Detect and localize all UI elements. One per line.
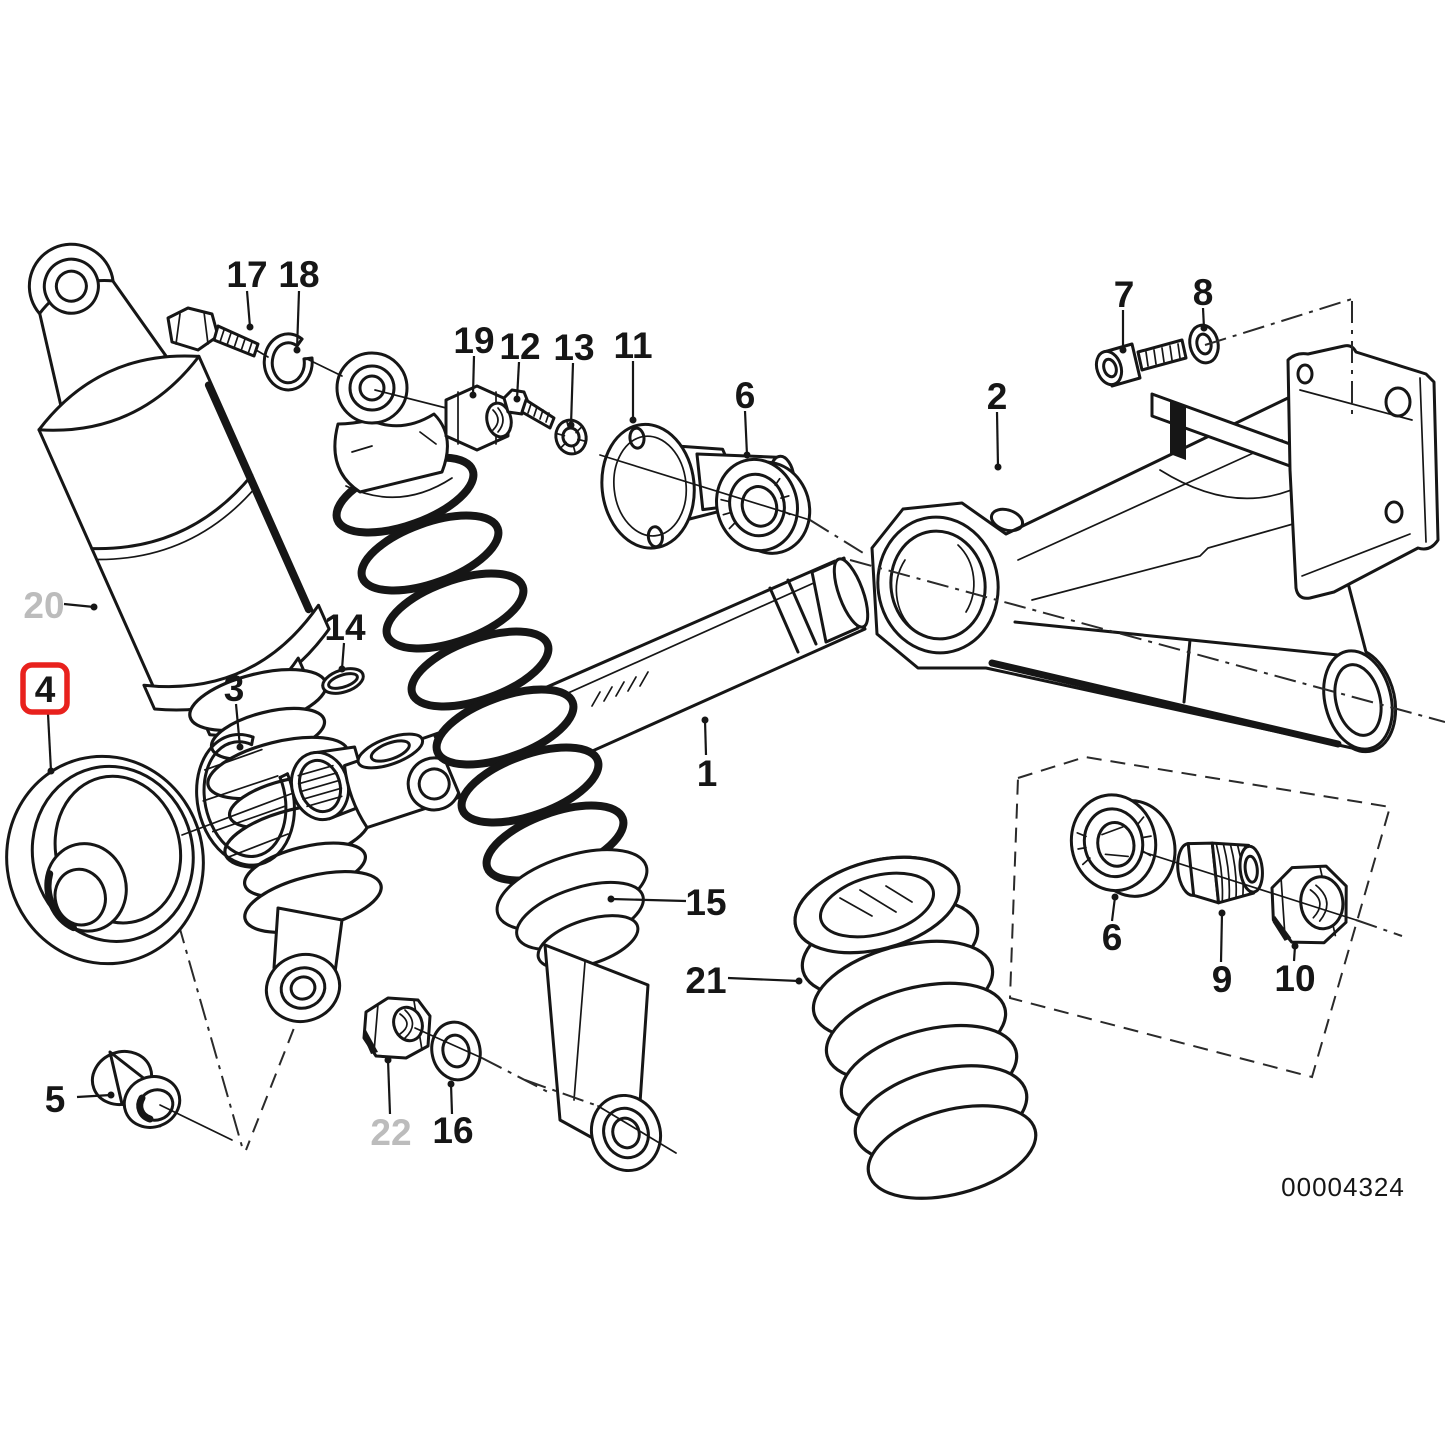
leader-dot: [994, 463, 1002, 471]
coil-spring-upper-drawing: [332, 453, 553, 817]
leader-line: [234, 703, 242, 748]
part-label-6: 6: [735, 375, 756, 416]
leader-dot: [629, 416, 637, 424]
strut-top-mount-drawing: [333, 351, 453, 499]
leader-dot: [567, 421, 575, 429]
screw-drawing: [502, 388, 556, 430]
leader-dot: [1111, 893, 1119, 901]
part-label-1: 1: [697, 753, 718, 794]
part-label-20: 20: [23, 585, 64, 626]
part-label-7: 7: [1114, 274, 1135, 315]
leader-line: [245, 290, 252, 328]
leader-line: [703, 719, 708, 756]
highlight-box: [20, 662, 70, 715]
axis-line: [414, 1027, 483, 1059]
leader-line: [569, 362, 575, 426]
part-label-19: 19: [453, 320, 494, 361]
part-label-5: 5: [45, 1079, 66, 1120]
part-label-14: 14: [324, 607, 366, 648]
part-label-16: 16: [432, 1110, 473, 1151]
part-label-4: 4: [35, 669, 56, 710]
leader-line: [46, 713, 53, 772]
leader-line: [340, 642, 346, 670]
leader-dot: [1291, 942, 1299, 950]
part-label-3: 3: [224, 668, 245, 709]
plain-washer-drawing: [430, 1020, 482, 1082]
swing-arm-drawing: [849, 344, 1445, 754]
snap-ring-drawing: [262, 332, 314, 392]
leader-dot: [107, 1091, 115, 1099]
leader-line: [449, 1083, 454, 1115]
leader-dot: [90, 603, 98, 611]
leader-line: [471, 355, 476, 396]
leader-dot: [513, 395, 521, 403]
part-label-18: 18: [278, 254, 319, 295]
leader-line: [610, 897, 687, 903]
part-label-12: 12: [499, 326, 540, 367]
reference-plane-dashed: [1008, 755, 1392, 1079]
part-label-8: 8: [1193, 272, 1214, 313]
axis-line: [181, 791, 297, 836]
leader-dot: [1218, 909, 1226, 917]
bellows-boot-drawing: [793, 855, 1038, 1200]
leader-line: [63, 602, 95, 609]
leader-dot: [795, 977, 803, 985]
hex-nut-small-drawing: [362, 996, 432, 1060]
retaining-ring-drawing: [195, 733, 296, 867]
part-label-9: 9: [1212, 959, 1233, 1000]
part-label-11: 11: [613, 325, 652, 366]
leader-dot: [743, 451, 751, 459]
leader-dot: [447, 1080, 455, 1088]
leader-line: [295, 290, 301, 351]
part-label-22: 22: [370, 1112, 411, 1153]
hex-bolt-drawing: [166, 306, 269, 358]
lock-washer-drawing: [554, 418, 588, 456]
leader-dot: [236, 743, 244, 751]
plate-number: 00004324: [1281, 1172, 1405, 1202]
axis-line: [1142, 851, 1357, 921]
leader-dot: [1200, 324, 1208, 332]
leader-line: [1219, 912, 1224, 963]
leader-dot: [469, 391, 477, 399]
part-label-6: 6: [1102, 917, 1123, 958]
part-label-2: 2: [987, 376, 1008, 417]
axis-line: [809, 519, 869, 557]
bearing-lower-drawing: [1069, 793, 1177, 898]
leader-dot: [701, 716, 709, 724]
axis-line: [481, 1057, 549, 1093]
socket-bolt-drawing: [1094, 338, 1188, 388]
leader-line: [515, 361, 521, 400]
rubber-ring-drawing: [5, 754, 205, 966]
leader-line: [743, 410, 749, 456]
leader-dot: [246, 323, 254, 331]
strut-lower-mount-drawing: [495, 848, 677, 1173]
axis-line: [1204, 298, 1353, 420]
part-label-13: 13: [553, 327, 594, 368]
leader-line: [76, 1093, 112, 1099]
part-label-21: 21: [685, 960, 726, 1001]
threaded-plug-drawing: [1176, 841, 1264, 905]
leader-dot: [293, 346, 301, 354]
hex-nut-drawing: [444, 384, 513, 452]
bushing-drawing: [90, 1050, 233, 1141]
axis-line: [1355, 919, 1403, 937]
part-label-10: 10: [1274, 958, 1315, 999]
leader-line: [1110, 896, 1117, 922]
leader-dot: [607, 895, 615, 903]
leader-dot: [338, 665, 346, 673]
leader-line: [386, 1059, 392, 1115]
part-label-15: 15: [685, 882, 726, 923]
axis-line: [599, 454, 811, 521]
leader-dot: [384, 1056, 392, 1064]
leader-line: [727, 976, 800, 983]
leader-dot: [47, 767, 55, 775]
leader-line: [995, 411, 1000, 468]
part-label-17: 17: [226, 254, 267, 295]
leader-dot: [1119, 346, 1127, 354]
